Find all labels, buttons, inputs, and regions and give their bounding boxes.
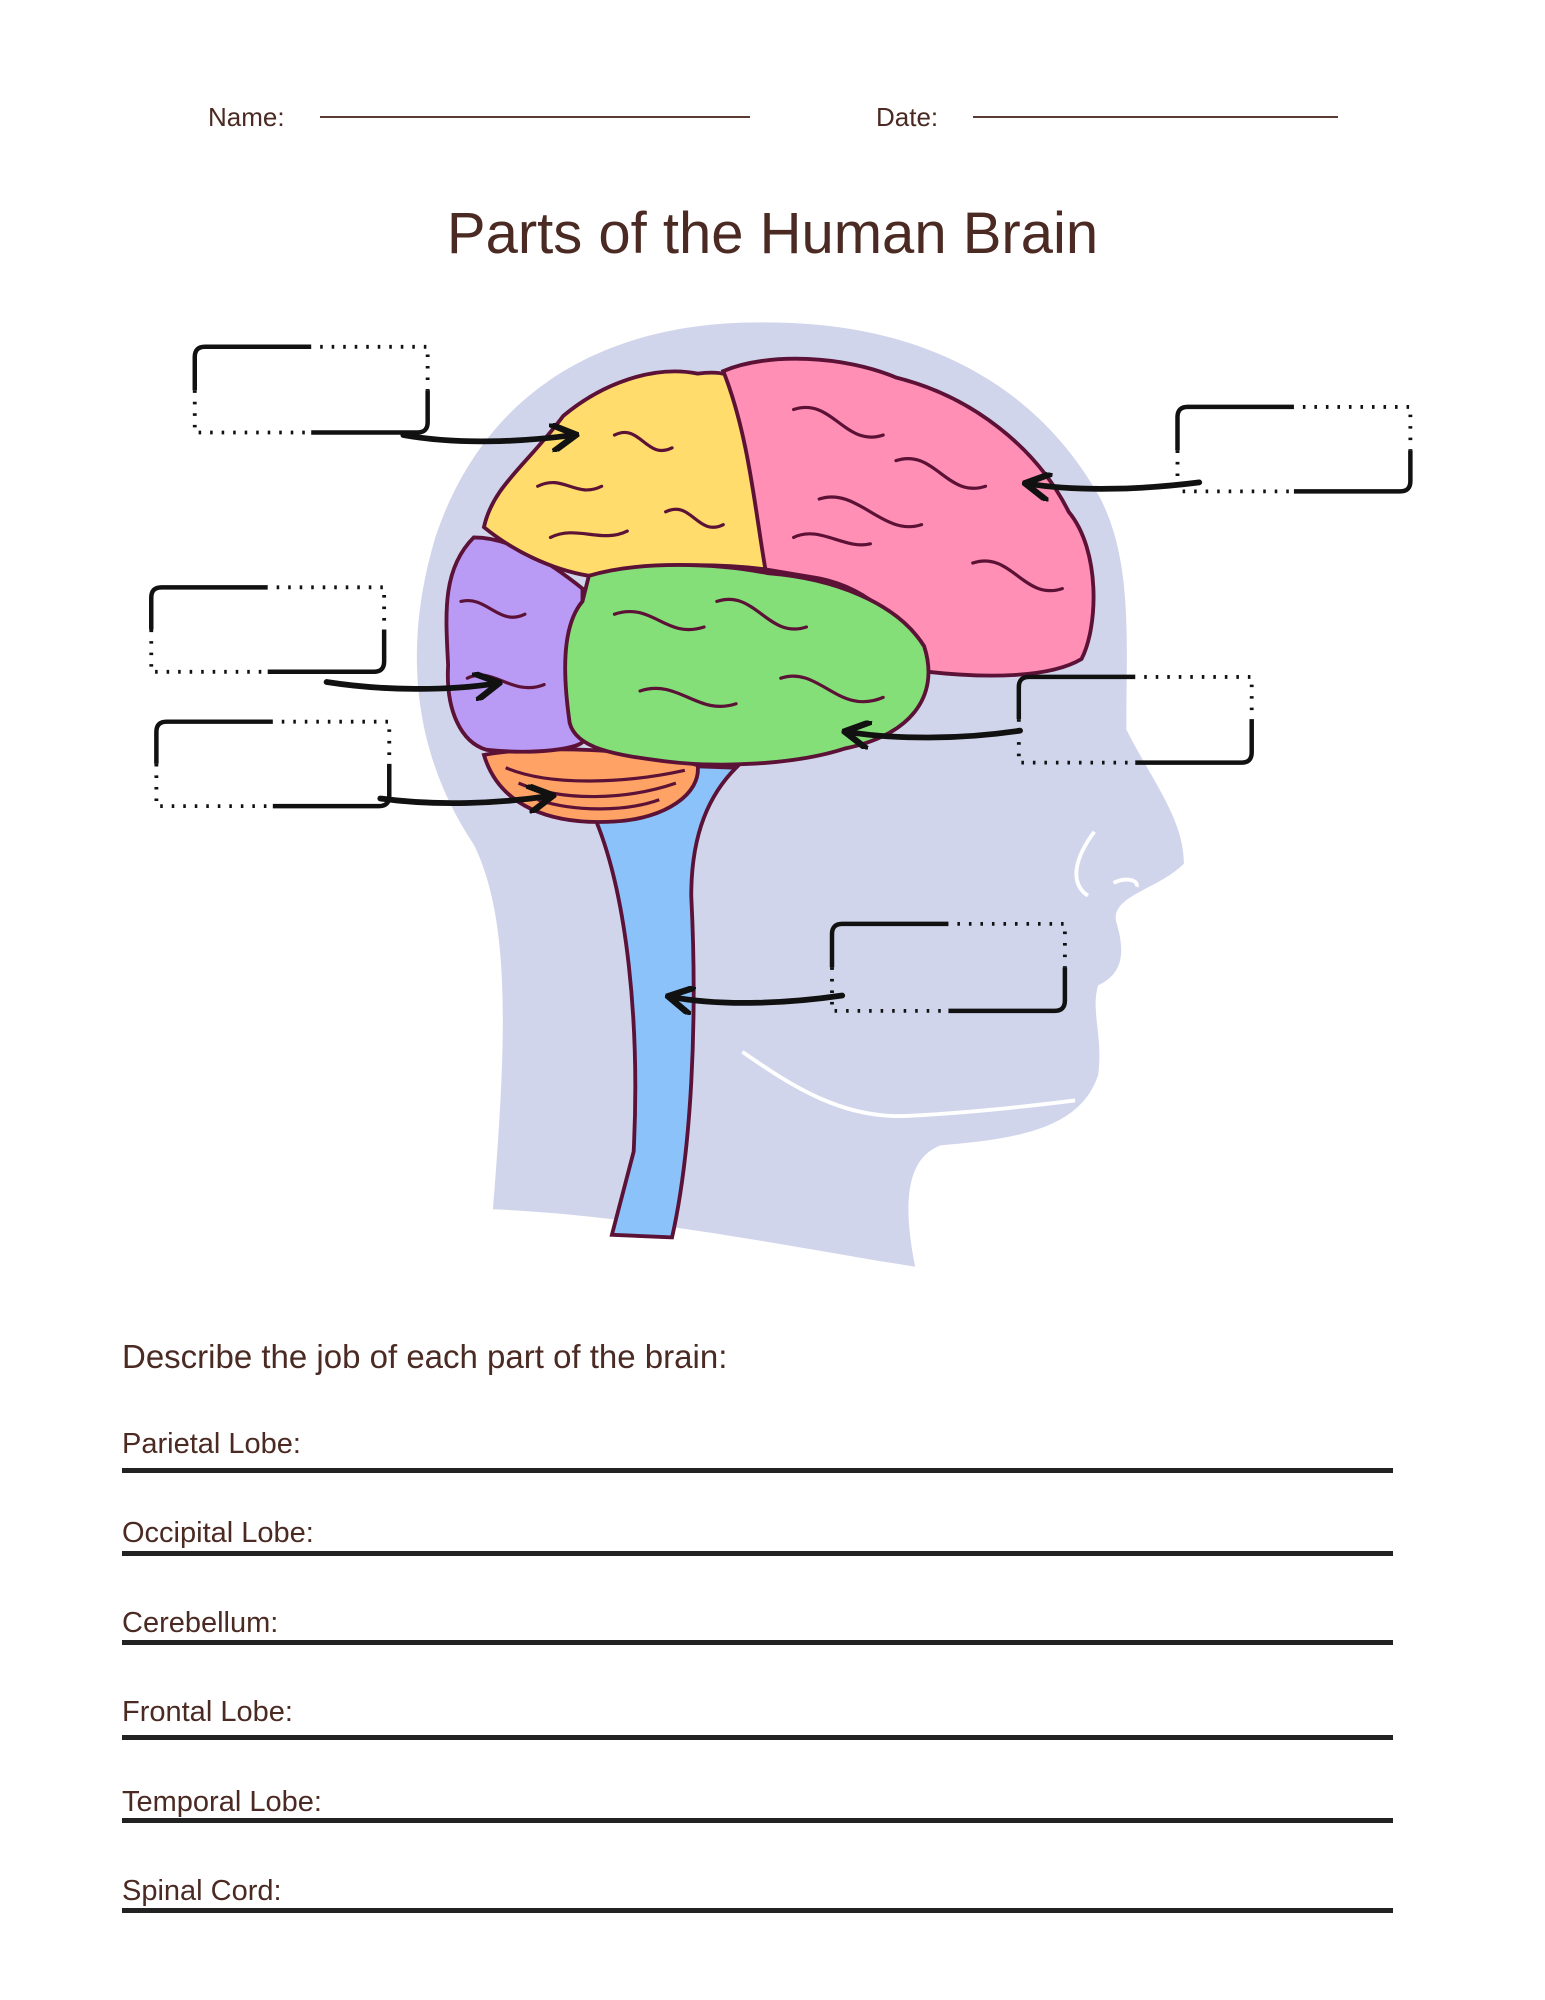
arrow-cerebellum (377, 796, 550, 803)
arrow-temporal (847, 731, 1023, 738)
label-box-outlines (149, 344, 1413, 1014)
frontal-lobe (720, 356, 1096, 678)
label-box-frontal[interactable] (1175, 404, 1413, 494)
answer-line-cerebellum[interactable] (122, 1640, 1393, 1645)
question-label-cerebellum: Cerebellum: (122, 1607, 279, 1639)
date-label: Date: (876, 102, 939, 132)
arrow-frontal (1028, 482, 1203, 488)
name-input-line[interactable] (320, 116, 750, 118)
arrow-occipital (323, 682, 497, 689)
brain-gyri (459, 405, 1064, 708)
question-label-spinal-cord: Spinal Cord: (122, 1875, 282, 1907)
jaw-line (741, 1050, 1076, 1119)
answer-line-frontal[interactable] (122, 1735, 1393, 1740)
nostril-line (1074, 830, 1139, 898)
describe-heading: Describe the job of each part of the bra… (122, 1338, 728, 1375)
label-box-spinal-cord[interactable] (829, 921, 1068, 1014)
page-title: Parts of the Human Brain (446, 201, 1099, 266)
label-box-temporal[interactable] (1016, 674, 1254, 765)
arrow-parietal (400, 435, 573, 441)
answer-line-parietal[interactable] (122, 1468, 1393, 1473)
answer-line-temporal[interactable] (122, 1818, 1393, 1823)
label-box-occipital[interactable] (149, 585, 387, 675)
label-box-parietal[interactable] (192, 344, 430, 435)
question-label-temporal: Temporal Lobe: (122, 1786, 322, 1818)
arrow-spinal-cord (671, 996, 846, 1003)
label-box-cerebellum[interactable] (154, 719, 392, 809)
date-input-line[interactable] (973, 116, 1338, 118)
answer-line-spinal-cord[interactable] (122, 1908, 1393, 1913)
answer-line-occipital[interactable] (122, 1551, 1393, 1556)
question-label-occipital: Occipital Lobe: (122, 1517, 314, 1549)
name-label: Name: (208, 102, 285, 132)
question-label-parietal: Parietal Lobe: (122, 1428, 301, 1460)
question-label-frontal: Frontal Lobe: (122, 1696, 293, 1728)
